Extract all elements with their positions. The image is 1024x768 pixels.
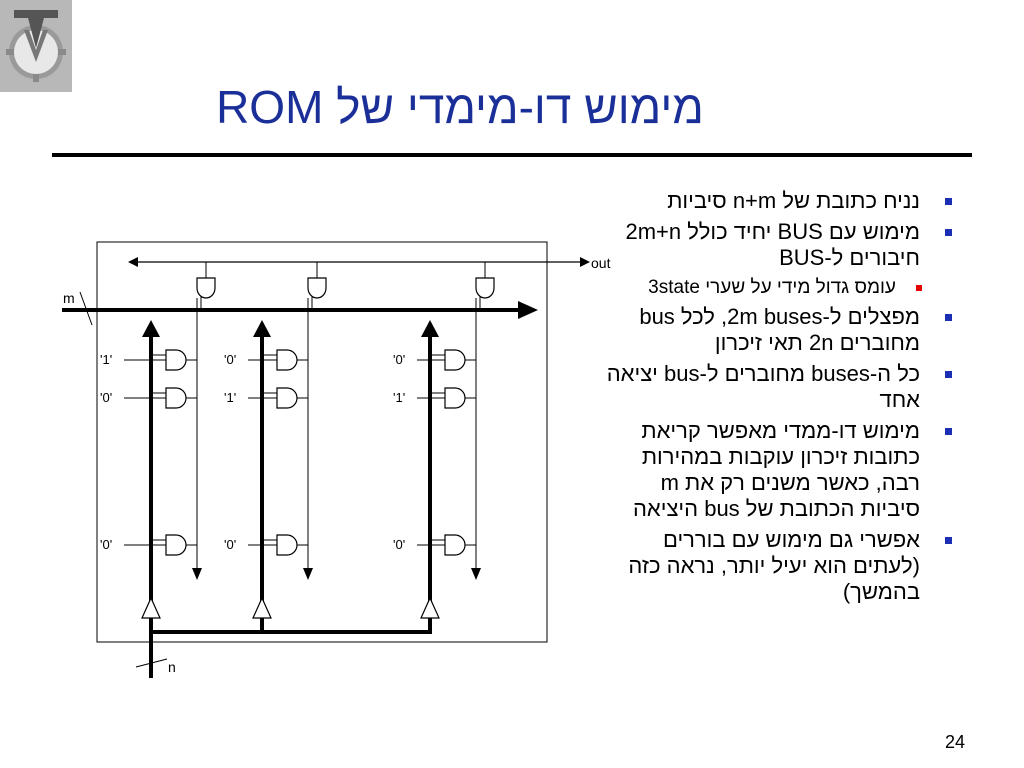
cell-value: '0'	[224, 352, 236, 367]
cell-value: '0'	[224, 537, 236, 552]
buffer-triangle	[141, 596, 161, 619]
cell-value: '1'	[100, 352, 112, 367]
output-and-gate	[196, 262, 216, 310]
title-divider	[52, 153, 972, 157]
memory-cell: '1'	[393, 387, 476, 409]
bullet-item: מימוש עם BUS יחיד כולל 2m+n חיבורים ל-BU…	[600, 219, 958, 271]
slide-title: מימוש דו-מימדי של ROM	[216, 81, 704, 133]
m-label: m	[63, 290, 75, 306]
memory-cell: '0'	[224, 349, 308, 371]
cell-value: '0'	[100, 390, 112, 405]
buffer-triangle	[420, 596, 440, 619]
technion-logo	[0, 0, 72, 92]
out-label: out	[591, 255, 611, 271]
cell-value: '0'	[393, 352, 405, 367]
output-and-gate	[475, 262, 495, 310]
sub-bullet-item: עומס גדול מידי על שערי 3state	[600, 276, 958, 299]
output-and-gate	[307, 262, 327, 310]
memory-cell: '0'	[100, 534, 197, 556]
cell-value: '0'	[100, 537, 112, 552]
memory-cell: '0'	[393, 349, 476, 371]
memory-cell: '0'	[393, 534, 476, 556]
n-label: n	[168, 659, 176, 675]
cell-value: '1'	[224, 390, 236, 405]
memory-cell: '0'	[224, 534, 308, 556]
bullet-item: אפשרי גם מימוש עם בוררים (לעתים הוא יעיל…	[600, 527, 958, 605]
buffer-triangle	[252, 596, 272, 619]
bullet-item: מפצלים ל-2m buses, לכל bus מחוברים 2n תא…	[600, 304, 958, 356]
rom-2d-circuit-diagram: out m	[0, 230, 620, 690]
bullet-item: מימוש דו-ממדי מאפשר קריאת כתובות זיכרון …	[600, 418, 958, 522]
memory-cell: '0'	[100, 387, 197, 409]
diagram-frame	[96, 241, 548, 643]
memory-cell: '1'	[224, 387, 308, 409]
page-number: 24	[944, 732, 965, 752]
bullet-list: נניח כתובת של n+m סיביות מימוש עם BUS יח…	[600, 188, 958, 610]
cell-value: '0'	[393, 537, 405, 552]
bullet-item: כל ה-buses מחוברים ל-bus יציאה אחד	[600, 361, 958, 413]
bullet-item: נניח כתובת של n+m סיביות	[600, 188, 958, 214]
cell-value: '1'	[393, 390, 405, 405]
memory-cell: '1'	[100, 349, 197, 371]
